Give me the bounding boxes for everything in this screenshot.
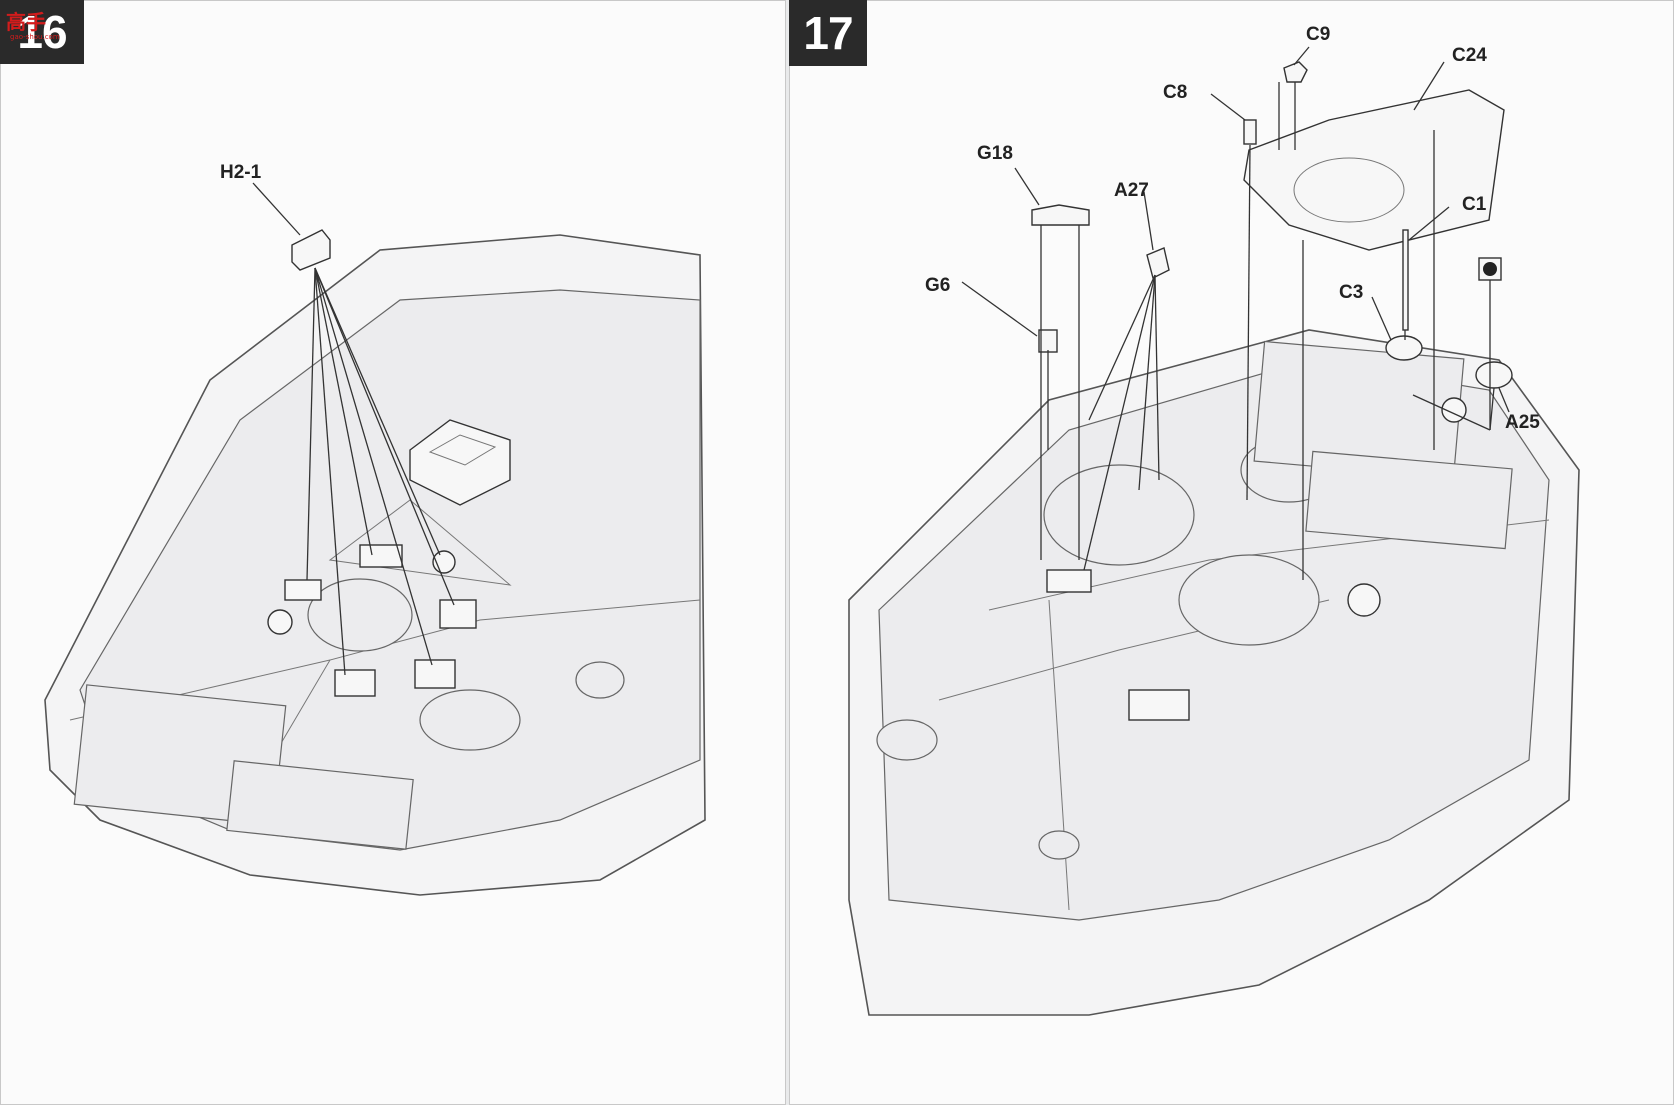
label-c24: C24 (1452, 45, 1487, 66)
watermark-url: gao-shou.com (10, 33, 60, 41)
step-number-17: 17 (789, 0, 867, 66)
label-c9: C9 (1306, 24, 1330, 45)
label-a27: A27 (1114, 180, 1149, 201)
label-c3: C3 (1339, 282, 1363, 303)
watermark-logo: 高手 (6, 10, 46, 34)
part-g6 (1038, 329, 1058, 353)
part-a27 (1146, 247, 1170, 280)
label-h2-1: H2-1 (220, 162, 262, 183)
label-g18: G18 (977, 143, 1013, 164)
step-number-16: 16 (0, 0, 84, 64)
part-c24 (1243, 89, 1505, 251)
part-g18 (1031, 204, 1090, 226)
label-g6: G6 (925, 275, 950, 296)
step-16-diagram: H2-1 (44, 162, 706, 896)
part-c9 (1283, 61, 1308, 83)
part-c8 (1243, 119, 1257, 145)
label-c8: C8 (1163, 82, 1187, 103)
part-h2-1 (291, 229, 331, 271)
instruction-page-right: 17 (789, 0, 1674, 1105)
label-a25: A25 (1505, 412, 1540, 433)
part-c3 (1385, 335, 1423, 361)
label-c1: C1 (1462, 194, 1487, 215)
part-c1 (1402, 229, 1409, 331)
instruction-page-left: 16 高手 gao-shou.com (0, 0, 786, 1105)
part-a25 (1475, 361, 1513, 389)
step-17-diagram: C9 C24 C8 G18 A27 C1 G6 C3 A25 (848, 24, 1580, 1016)
